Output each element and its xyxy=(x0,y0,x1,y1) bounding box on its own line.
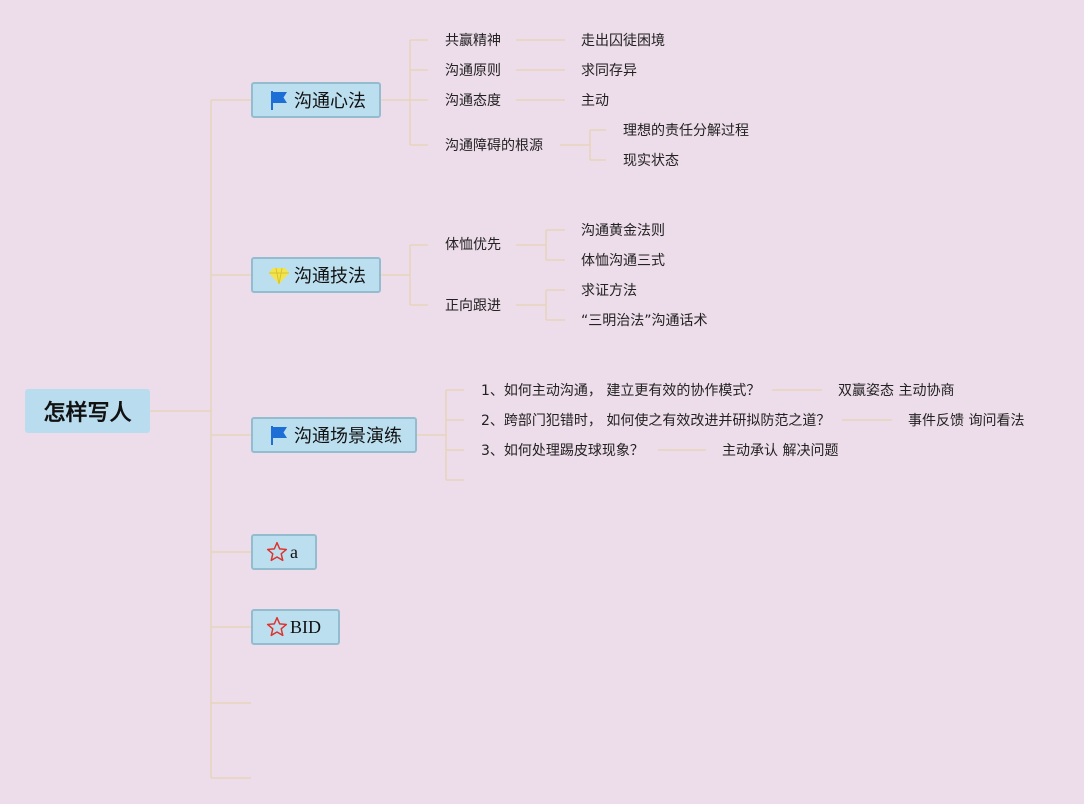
leaf-zouchu-qiutu[interactable]: 走出囚徒困境 xyxy=(581,33,665,49)
connector-b1-trunk xyxy=(380,39,428,146)
root-topic-label: 怎样写人 xyxy=(43,401,132,426)
leaf-qiuzheng-fangfa[interactable]: 求证方法 xyxy=(581,283,637,299)
leaf-shuangying[interactable]: 双赢姿态 主动协商 xyxy=(838,383,955,399)
branch-label: a xyxy=(290,541,298,562)
topic-goutong-zhangai[interactable]: 沟通障碍的根源 xyxy=(445,138,543,154)
leaf-sanmingzhi[interactable]: “三明治法”沟通话术 xyxy=(581,313,708,329)
leaf-shijian-fankui[interactable]: 事件反馈 询问看法 xyxy=(908,413,1025,429)
topic-scenario-1[interactable]: 1、如何主动沟通， 建立更有效的协作模式？ xyxy=(481,383,761,399)
leaf-qiutong-cunyi[interactable]: 求同存异 xyxy=(581,63,637,79)
branch-label: 沟通心法 xyxy=(294,91,366,112)
root-topic[interactable]: 怎样写人 xyxy=(25,389,150,433)
leaf-huangjin-faze[interactable]: 沟通黄金法则 xyxy=(581,223,665,239)
leaf-lixiang-zeren[interactable]: 理想的责任分解过程 xyxy=(623,123,749,139)
topic-tixu-youxian[interactable]: 体恤优先 xyxy=(445,237,501,253)
topic-zhengxiang-genjin[interactable]: 正向跟进 xyxy=(445,298,501,314)
flag-icon xyxy=(268,424,290,446)
leaf-zhudong-chengren[interactable]: 主动承认 解决问题 xyxy=(722,443,839,459)
star-icon xyxy=(266,541,288,563)
connector-b1-leaves xyxy=(516,39,606,161)
connector-b2-trunk xyxy=(380,244,428,306)
branch-bid[interactable]: BID xyxy=(251,609,340,645)
topic-goutong-yuanze[interactable]: 沟通原则 xyxy=(445,63,501,79)
branch-goutong-xinfa[interactable]: 沟通心法 xyxy=(251,82,381,118)
branch-label: BID xyxy=(290,616,321,637)
branch-goutong-jifa[interactable]: 沟通技法 xyxy=(251,257,381,293)
leaf-zhudong[interactable]: 主动 xyxy=(581,93,609,109)
branch-a[interactable]: a xyxy=(251,534,317,570)
topic-gongying-jingshen[interactable]: 共赢精神 xyxy=(445,33,501,49)
branch-label: 沟通场景演练 xyxy=(294,426,402,447)
connector-b2-leaves xyxy=(516,229,565,321)
leaf-xianshi-zhuangtai[interactable]: 现实状态 xyxy=(623,153,679,169)
branch-changjing-yanlian[interactable]: 沟通场景演练 xyxy=(251,417,417,453)
connector-root-trunk xyxy=(150,100,212,778)
flag-icon xyxy=(268,89,290,111)
connector-b3-trunk xyxy=(416,389,464,481)
star-icon xyxy=(266,616,288,638)
leaf-tixu-sanshi[interactable]: 体恤沟通三式 xyxy=(581,253,665,269)
topic-scenario-2[interactable]: 2、跨部门犯错时， 如何使之有效改进并研拟防范之道？ xyxy=(481,413,831,429)
branch-label: 沟通技法 xyxy=(294,266,366,287)
gem-icon xyxy=(268,264,290,286)
topic-goutong-taidu[interactable]: 沟通态度 xyxy=(445,93,501,109)
topic-scenario-3[interactable]: 3、如何处理踢皮球现象？ xyxy=(481,443,644,459)
connector-b3-leaves xyxy=(658,389,892,451)
